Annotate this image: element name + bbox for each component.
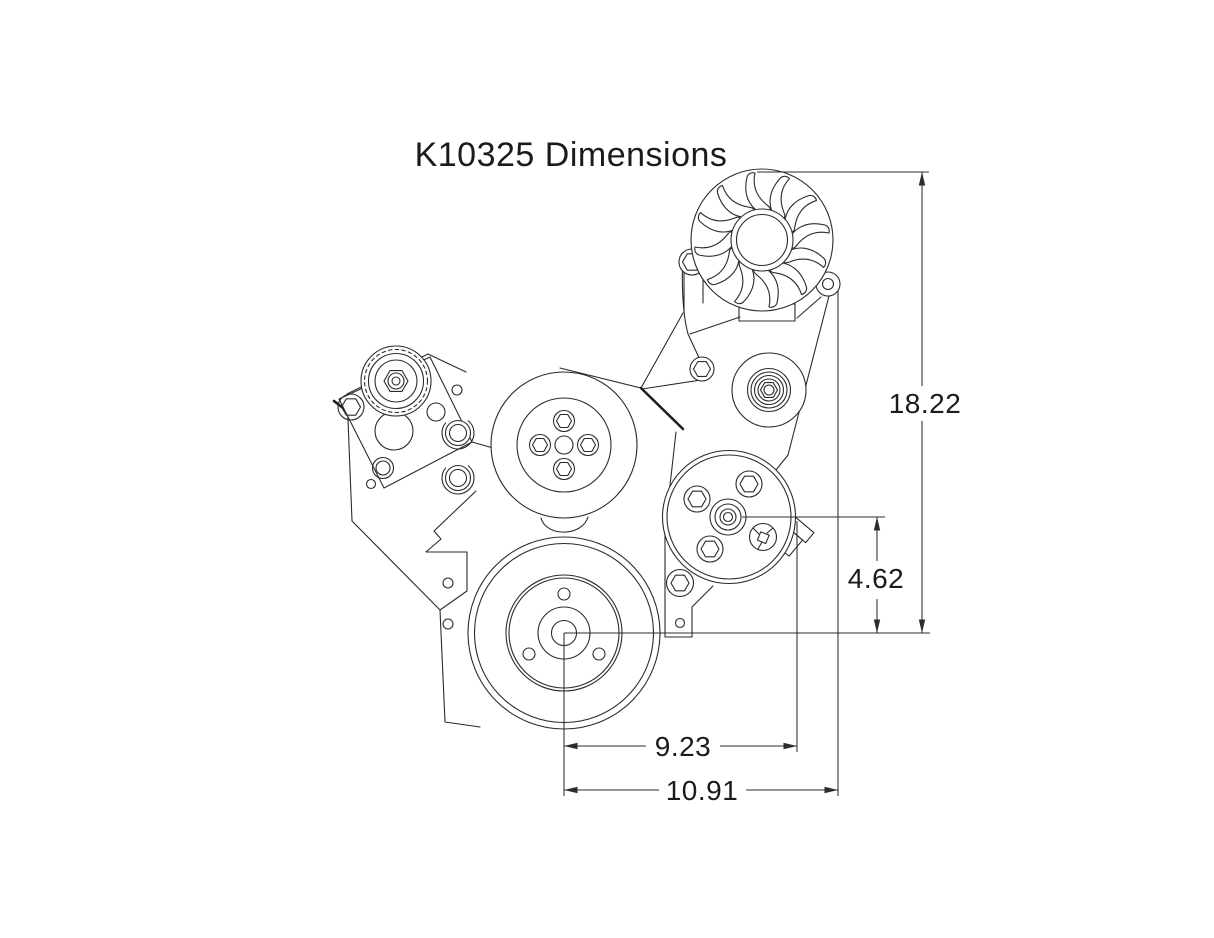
dim-label-pump-center-drop: 4.62 (848, 563, 905, 594)
bracket-bolt (426, 402, 446, 422)
dimension-annotations: 18.22 4.62 9.23 10.91 (563, 171, 962, 806)
center-hole (554, 435, 574, 455)
dim-label-crank-to-pump: 9.23 (655, 731, 712, 762)
belt-tensioner-wheel (360, 345, 432, 417)
pulley-hole (557, 587, 571, 601)
hex-bolt (759, 382, 779, 398)
pulley-hole (522, 647, 536, 661)
pivot-bolt (371, 456, 395, 480)
dim-label-overall-height: 18.22 (889, 388, 962, 419)
page-title: K10325 Dimensions (415, 136, 728, 174)
pump-bolt (683, 485, 711, 513)
water-pump-snout (540, 516, 589, 533)
lower-bracket (664, 527, 714, 638)
hex-bolt (340, 398, 362, 416)
alternator-ear (689, 356, 715, 382)
plate-hole (442, 618, 454, 630)
water-pump-pulley (490, 371, 638, 519)
idler-pulley (731, 352, 807, 428)
hex-bolt (670, 574, 690, 592)
hex-bolt (383, 370, 409, 392)
pulley-hole (592, 647, 606, 661)
bracket-hole (674, 617, 686, 629)
bracket-ear (665, 568, 695, 598)
hex-bolt (692, 361, 712, 377)
port-fitting (748, 522, 778, 552)
alternator-fan (690, 168, 834, 312)
pump-bolt (696, 535, 724, 563)
dimension-pump-center-drop: 4.62 (742, 516, 905, 633)
dimension-overall-height: 18.22 (757, 171, 962, 633)
engine-plate (346, 353, 481, 728)
dimension-crank-to-edge: 10.91 (564, 290, 839, 806)
fan-hub (730, 208, 794, 272)
pump-bolt (735, 470, 763, 498)
belt-segment (639, 386, 685, 431)
dim-label-crank-to-edge: 10.91 (666, 775, 739, 806)
plate-stud (365, 478, 377, 490)
knurled-ring (363, 348, 429, 414)
plate-hole (451, 384, 463, 396)
plate-hole (442, 577, 454, 589)
dimension-crank-to-pump: 9.23 (564, 521, 798, 762)
